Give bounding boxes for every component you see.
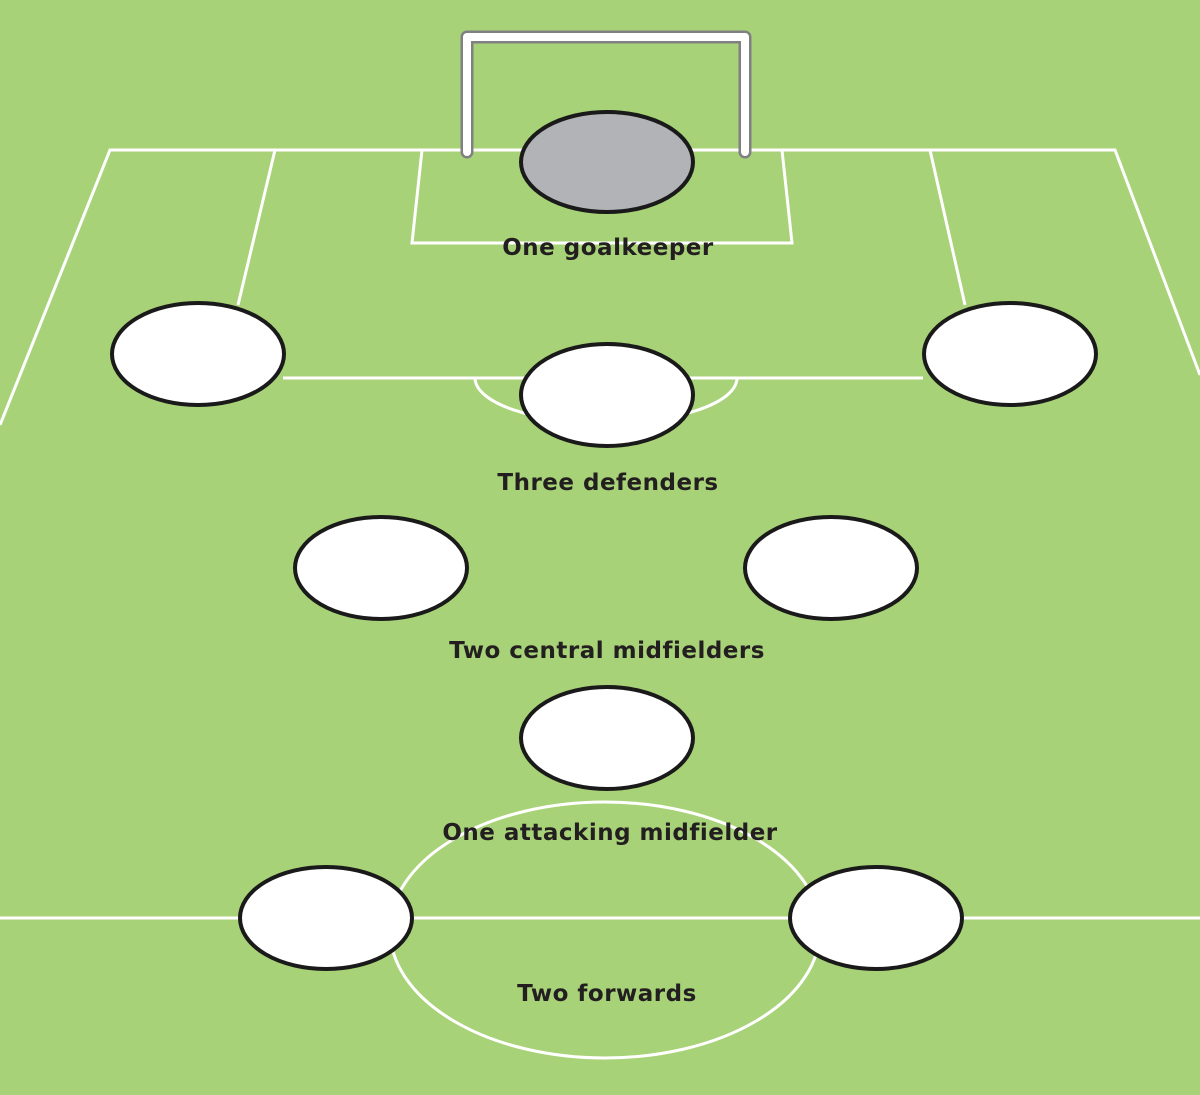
defender-center-marker [519,342,695,448]
goalkeeper-label: One goalkeeper [502,235,714,261]
midfielder-left-marker [293,515,469,621]
goal-icon [460,30,752,159]
forwards-label: Two forwards [517,981,697,1007]
forward-right-marker [788,865,964,971]
defender-left-marker [110,301,286,407]
attacking-midfielder-label: One attacking midfielder [442,820,777,846]
goal-area [410,149,794,245]
defenders-label: Three defenders [497,470,718,496]
penalty-box-left-line [236,149,277,306]
goalkeeper-marker [519,110,695,214]
midfielder-right-marker [743,515,919,621]
central-midfielders-label: Two central midfielders [449,638,765,664]
forward-left-marker [238,865,414,971]
penalty-box-right-line [928,149,967,306]
attacking-midfielder-marker [519,685,695,791]
defender-right-marker [922,301,1098,407]
